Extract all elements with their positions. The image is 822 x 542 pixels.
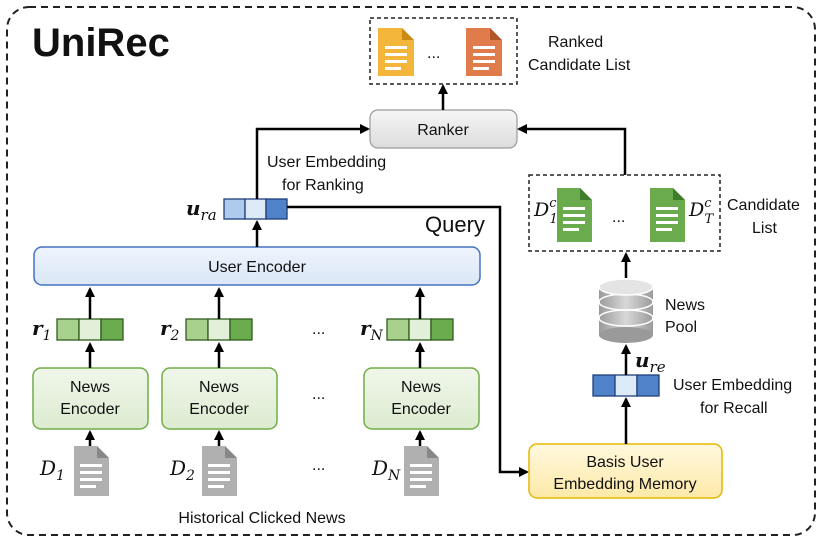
r2-vector bbox=[185, 318, 253, 341]
outer-frame bbox=[6, 6, 816, 536]
recall-embedding-label-2: for Recall bbox=[700, 400, 768, 417]
basis-memory-label-2: Embedding Memory bbox=[553, 476, 696, 493]
arrow-ura-to-memory bbox=[287, 205, 529, 477]
news-pool-database-icon bbox=[598, 278, 654, 343]
dn-symbol: DN bbox=[371, 456, 401, 484]
arrow-candidates-to-ranker bbox=[517, 124, 627, 175]
news-column-2: r2 News Encoder D2 bbox=[160, 287, 278, 496]
news-encoder-n-label-1: News bbox=[401, 379, 441, 396]
ranked-ellipsis: ... bbox=[427, 45, 440, 62]
basis-memory-label-1: Basis User bbox=[586, 454, 664, 471]
user-embedding-ranking-vector bbox=[223, 198, 288, 220]
u-ra-symbol: ura bbox=[186, 196, 217, 224]
rn-symbol: rN bbox=[360, 316, 384, 344]
u-re-symbol: ure bbox=[635, 348, 666, 376]
candidate-list-label-1: Candidate bbox=[727, 197, 800, 214]
ellipsis-reps: ... bbox=[312, 321, 325, 338]
r1-vector bbox=[56, 318, 124, 341]
rn-vector bbox=[386, 318, 454, 341]
ranked-list-label-1: Ranked bbox=[548, 34, 603, 51]
candidate-list-label-2: List bbox=[752, 220, 777, 237]
news-column-1: r1 News Encoder D1 bbox=[32, 287, 149, 496]
ellipsis-docs: ... bbox=[312, 457, 325, 474]
candidate-doc-1-icon bbox=[557, 188, 592, 242]
candidate-ellipsis: ... bbox=[612, 209, 625, 226]
r1-symbol: r1 bbox=[32, 316, 51, 344]
ranked-list-label-2: Candidate List bbox=[528, 57, 631, 74]
news-pool-label-2: Pool bbox=[665, 319, 697, 336]
doc-orange-icon bbox=[466, 28, 502, 76]
news-encoder-2-label-2: Encoder bbox=[189, 401, 249, 418]
news-encoder-n-box bbox=[363, 367, 480, 430]
candidate-doc-t-icon bbox=[650, 188, 685, 242]
news-pool-label-1: News bbox=[665, 297, 705, 314]
user-encoder-label: User Encoder bbox=[208, 259, 306, 276]
query-label: Query bbox=[425, 212, 485, 237]
doc-1-icon bbox=[74, 446, 109, 496]
ranking-embedding-label-1: User Embedding bbox=[267, 154, 386, 171]
news-encoder-n-label-2: Encoder bbox=[391, 401, 451, 418]
user-embedding-recall-vector bbox=[592, 374, 660, 397]
historical-clicked-news-label: Historical Clicked News bbox=[178, 510, 345, 527]
d2-symbol: D2 bbox=[169, 456, 195, 484]
news-encoder-2-box bbox=[161, 367, 278, 430]
ranking-embedding-label-2: for Ranking bbox=[282, 177, 364, 194]
news-encoder-1-label-2: Encoder bbox=[60, 401, 120, 418]
arrow-ura-to-ranker bbox=[255, 124, 370, 199]
doc-yellow-icon bbox=[378, 28, 414, 76]
news-encoder-2-label-1: News bbox=[199, 379, 239, 396]
ellipsis-encoders: ... bbox=[312, 386, 325, 403]
r2-symbol: r2 bbox=[160, 316, 180, 344]
diagram-title: UniRec bbox=[32, 21, 170, 65]
news-column-n: rN News Encoder DN bbox=[360, 287, 480, 496]
ranker-label: Ranker bbox=[417, 122, 469, 139]
news-encoder-1-box bbox=[32, 367, 149, 430]
doc-2-icon bbox=[202, 446, 237, 496]
doc-n-icon bbox=[404, 446, 439, 496]
recall-embedding-label-1: User Embedding bbox=[673, 377, 792, 394]
d1-symbol: D1 bbox=[39, 456, 65, 484]
news-encoder-1-label-1: News bbox=[70, 379, 110, 396]
